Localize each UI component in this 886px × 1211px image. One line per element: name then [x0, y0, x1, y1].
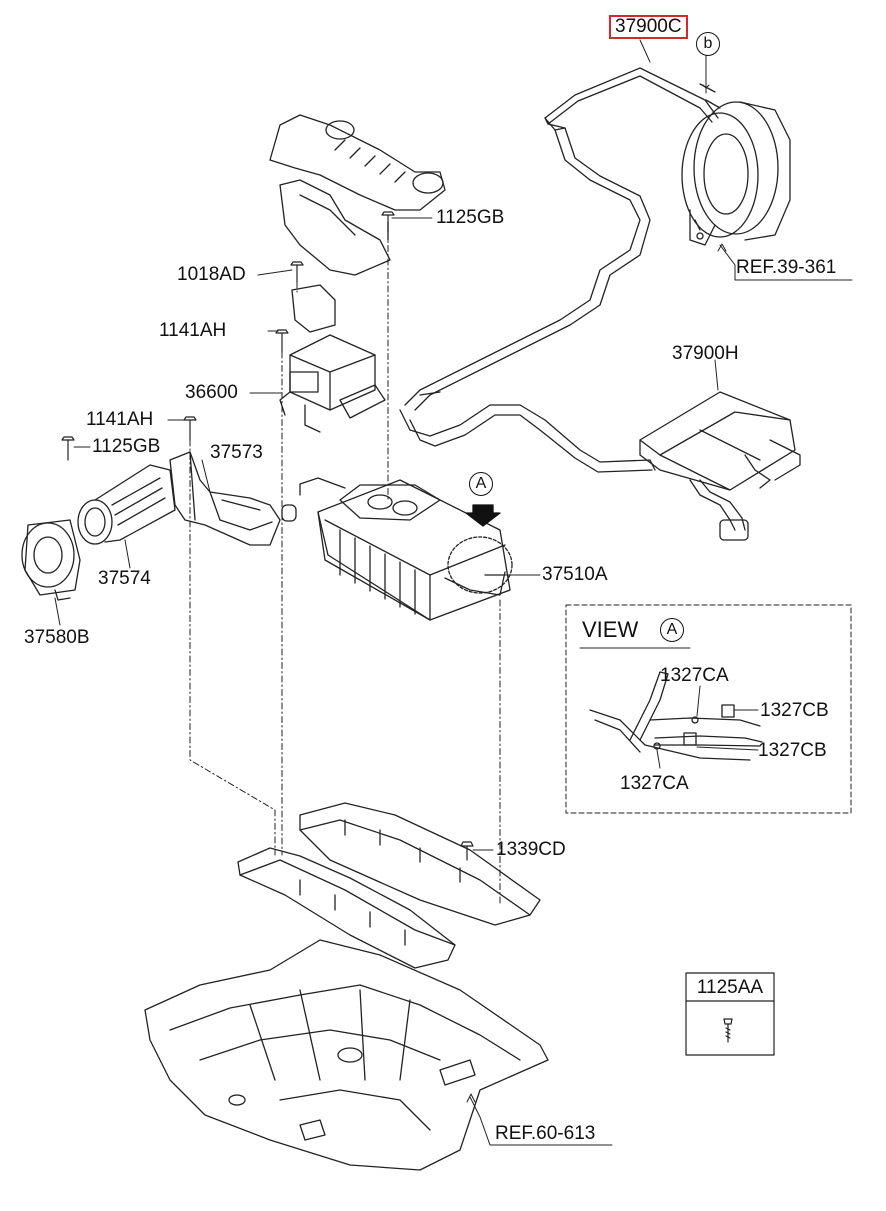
part-label-37580b[interactable]: 37580B: [24, 627, 90, 648]
label-leaders: [54, 39, 853, 1146]
part-label-1141ah-left[interactable]: 1141AH: [86, 409, 154, 430]
cross-member-lower: [237, 847, 456, 969]
legend-bolt-icon: [723, 1018, 733, 1043]
ref-label-39-361[interactable]: REF.39-361: [736, 257, 837, 278]
view-a-arrow: [465, 504, 501, 527]
part-label-1327ca-top[interactable]: 1327CA: [660, 665, 729, 686]
part-label-1125gb-top[interactable]: 1125GB: [436, 207, 505, 228]
controller-36600: [279, 284, 386, 433]
cable-37900h: [399, 391, 801, 541]
part-label-1141ah-top[interactable]: 1141AH: [159, 320, 227, 341]
blower-37580b: [21, 519, 81, 601]
view-a-detail: [589, 671, 763, 769]
part-label-1327ca-bottom[interactable]: 1327CA: [620, 773, 689, 794]
cable-37900c: [404, 67, 721, 411]
bolt-hardware: [61, 211, 474, 861]
part-label-37900c[interactable]: 37900C: [609, 15, 688, 39]
part-label-37900h[interactable]: 37900H: [672, 343, 739, 364]
battery-37510a: [299, 477, 513, 621]
ref-label-60-613[interactable]: REF.60-613: [495, 1123, 596, 1144]
air-duct: [269, 114, 446, 276]
part-label-37510a[interactable]: 37510A: [542, 564, 608, 585]
part-label-1327cb-top[interactable]: 1327CB: [760, 700, 829, 721]
view-a-title: VIEW: [582, 617, 639, 642]
part-label-1018ad[interactable]: 1018AD: [177, 264, 246, 285]
part-label-36600[interactable]: 36600: [185, 382, 238, 403]
legend-part-label-1125aa[interactable]: 1125AA: [696, 977, 764, 998]
part-label-1339cd[interactable]: 1339CD: [496, 839, 566, 860]
legend-box-frame: [685, 972, 775, 1056]
view-a-inset-frame: [565, 604, 852, 814]
part-label-1125gb-left[interactable]: 1125GB: [92, 436, 161, 457]
floor-pan: [144, 939, 549, 1171]
assembly-leaders: [189, 231, 501, 906]
part-label-37574[interactable]: 37574: [98, 568, 151, 589]
callout-b-marker: b: [696, 32, 720, 56]
motor-housing: [681, 101, 791, 246]
duct-37574: [77, 464, 176, 545]
duct-37573: [169, 451, 297, 546]
cross-member-upper: [299, 802, 541, 926]
part-label-37573[interactable]: 37573: [210, 442, 263, 463]
part-label-1327cb-bottom[interactable]: 1327CB: [758, 740, 827, 761]
callout-a-marker: A: [469, 472, 493, 496]
view-a-marker: A: [660, 618, 684, 642]
